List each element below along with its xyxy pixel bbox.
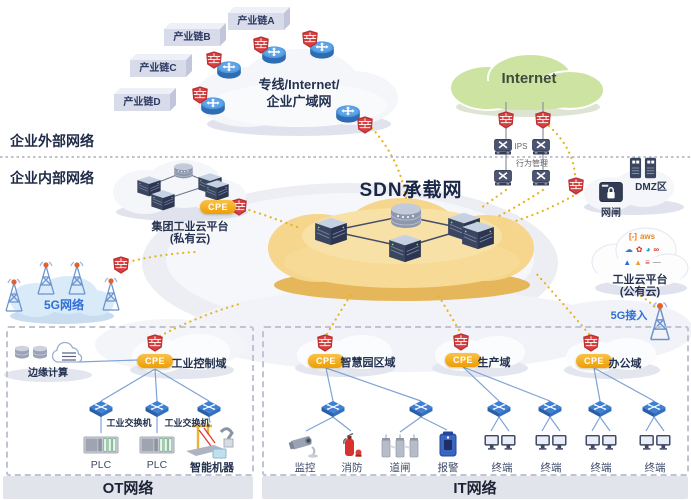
industry-chain-label: 产业链C	[139, 63, 177, 74]
behavior-mgmt-device-icon	[532, 170, 550, 186]
terminal-label: 终端	[540, 462, 562, 474]
wan-cloud-title-line1: 专线/Internet/	[258, 77, 340, 92]
industry-chain-box-b: 产业链B	[164, 29, 220, 46]
industrial-switch-label: 工业交换机	[164, 418, 210, 428]
office-domain-label: 办公域	[608, 358, 642, 370]
server-stack-icon	[151, 189, 175, 211]
five-g-access-label: 5G接入	[610, 310, 648, 322]
cloud-logo-icon: ≡	[645, 258, 650, 267]
ot-domain-label: 工业控制域	[171, 358, 227, 370]
cpe-badge-ot: CPE	[136, 354, 174, 368]
ot-network-box	[6, 326, 254, 476]
ips-device-icon	[494, 139, 512, 155]
public-cloud-sub: (公有云)	[619, 286, 661, 298]
cloud-logo-icon: ∞	[653, 245, 660, 254]
sdn-title: SDN承载网	[359, 180, 463, 201]
cloud-logo-icon: ▲	[634, 258, 643, 267]
database-icon	[173, 163, 194, 179]
edge-compute-label: 边缘计算	[28, 368, 68, 379]
cpe-badge-production: CPE	[444, 353, 482, 367]
ips-label: IPS	[514, 142, 528, 151]
cloud-logo-icon: ▲	[623, 258, 632, 267]
wan-cloud-title-line2: 企业广域网	[266, 94, 332, 109]
it-network-bar: IT网络	[262, 476, 688, 499]
public-cloud-name: 工业云平台	[612, 274, 668, 286]
internet-cloud-title: Internet	[501, 70, 557, 87]
terminal-label: 终端	[590, 462, 612, 474]
sdn-dotted-links	[126, 124, 658, 338]
firewall-icon	[568, 177, 584, 195]
cpe-badge-office: CPE	[575, 354, 613, 368]
cloud-logo-icon: —	[652, 258, 661, 267]
firewall-icon	[498, 111, 514, 129]
cloud-logo-icon: [-]	[628, 232, 637, 241]
internal-zone-label: 企业内部网络	[10, 170, 94, 186]
it-network-box	[262, 326, 689, 476]
smart-machine-label: 智能机器	[190, 462, 234, 474]
cloud-logo-icon: ☁	[624, 245, 633, 254]
gatekeeper-icon	[599, 182, 623, 202]
cctv-label: 监控	[294, 462, 316, 474]
cloud-logo-icon: aws	[639, 232, 656, 241]
private-cloud-name: 集团工业云平台	[151, 221, 229, 233]
gate-label: 道闸	[389, 462, 411, 474]
fire-label: 消防	[341, 462, 363, 474]
cloud-logo-icon: ◕	[645, 245, 651, 254]
campus-domain-label: 智慧园区域	[340, 357, 396, 369]
private-cloud-mesh	[148, 171, 213, 201]
industry-chain-box-c: 产业链C	[130, 60, 186, 77]
sdn-mesh	[330, 215, 467, 248]
router-icon	[336, 105, 360, 123]
internet-cloud	[449, 53, 605, 117]
production-domain-label: 生产域	[477, 357, 511, 369]
behavior-mgmt-label: 行为管理	[516, 159, 548, 168]
server-stack-icon	[205, 179, 229, 201]
public-cloud-logos: [-]aws ☁✿◕∞ ▲▲≡—	[610, 229, 674, 268]
terminal-label: 终端	[491, 462, 513, 474]
sdn-server-icon	[388, 234, 422, 263]
ips-device-icon	[532, 139, 550, 155]
behavior-mgmt-device-icon	[494, 170, 512, 186]
private-cloud-sub: (私有云)	[169, 233, 211, 245]
cpe-badge-private-cloud: CPE	[199, 200, 237, 214]
industry-chain-label: 产业链B	[173, 32, 211, 43]
ot-network-bar: OT网络	[3, 476, 253, 499]
sdn-server-icon	[314, 217, 348, 246]
firewall-icon	[113, 256, 129, 274]
terminal-label: 终端	[644, 462, 666, 474]
cpe-badge-campus: CPE	[307, 354, 345, 368]
edge-cloud-base	[4, 368, 92, 382]
it-network-label: IT网络	[453, 480, 497, 497]
sdn-database-icon	[390, 203, 422, 229]
cloud-logo-icon: ✿	[635, 245, 643, 254]
external-zone-label: 企业外部网络	[10, 133, 94, 149]
plc-label: PLC	[90, 459, 112, 471]
dmz-label: DMZ区	[635, 182, 667, 193]
dmz-server-icon	[644, 157, 657, 179]
industry-chain-box-a: 产业链A	[228, 13, 284, 30]
plc-label: PLC	[146, 459, 168, 471]
industry-chain-label: 产业链A	[237, 16, 275, 27]
ot-network-label: OT网络	[102, 480, 154, 497]
gatekeeper-label: 网闸	[601, 208, 621, 219]
public-cloud	[591, 227, 689, 296]
sdn-server-icon	[461, 221, 495, 250]
alarm-label: 报警	[437, 462, 459, 474]
industry-chain-box-d: 产业链D	[114, 94, 170, 111]
industrial-switch-label: 工业交换机	[106, 418, 152, 428]
dmz-server-icon	[629, 157, 642, 179]
five-g-network-label: 5G网络	[43, 298, 85, 312]
access-tree-lines	[77, 359, 665, 433]
industry-chain-label: 产业链D	[123, 97, 161, 108]
